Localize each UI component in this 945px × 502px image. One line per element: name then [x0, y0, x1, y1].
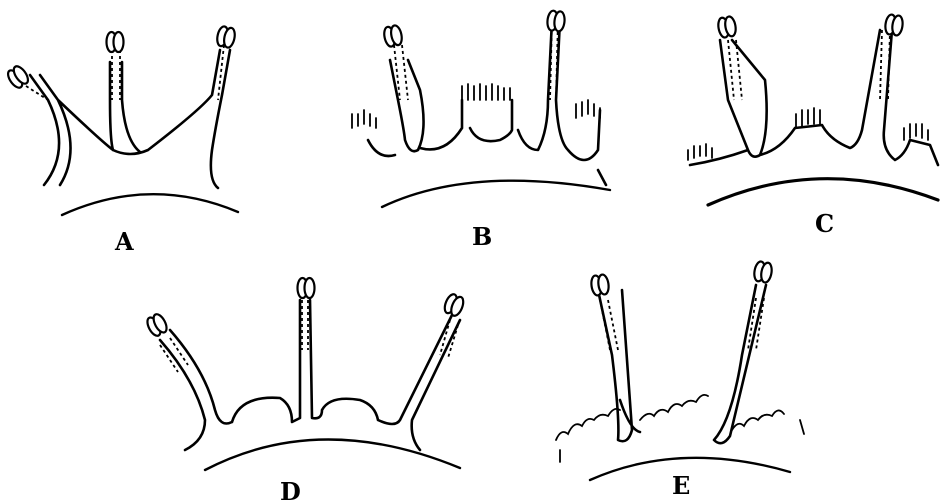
- panel-c-filament-outline: [690, 30, 938, 165]
- panel-e-anther-right: [753, 261, 773, 284]
- panel-b: B: [352, 10, 610, 251]
- panel-a-anther-middle: [107, 32, 124, 52]
- panel-b-base-arc: [382, 181, 610, 207]
- panel-b-staminode-fringes: [352, 84, 600, 128]
- panel-b-filament-outline: [368, 20, 606, 185]
- panel-a-filament-dashes: [26, 45, 224, 100]
- panel-d: D: [145, 278, 466, 502]
- panel-e: E: [556, 261, 804, 500]
- panel-d-anther-right: [442, 293, 465, 318]
- panel-a: A: [5, 25, 238, 256]
- panel-c-anther-right: [884, 14, 904, 36]
- panel-c-staminode-fringes: [688, 108, 928, 160]
- panel-e-filament-outline: [598, 285, 766, 443]
- panel-a-filament-outline: [30, 50, 230, 188]
- panel-d-label: D: [280, 477, 301, 502]
- panel-a-anther-right: [216, 25, 237, 48]
- panel-e-anther-left: [590, 274, 610, 296]
- panel-d-anther-middle: [298, 278, 315, 298]
- panel-c-label: C: [815, 209, 834, 238]
- panel-d-base-arc: [205, 439, 460, 470]
- panel-b-anther-left: [383, 24, 404, 47]
- panel-b-anther-right: [547, 10, 566, 32]
- panel-d-filament-outline: [160, 300, 460, 450]
- panel-c-base-arc: [708, 179, 938, 205]
- panel-e-label: E: [672, 471, 690, 500]
- panel-a-label: A: [114, 227, 134, 256]
- panel-d-anther-left: [145, 312, 169, 338]
- panel-c-anther-left: [717, 16, 737, 39]
- panel-b-label: B: [472, 222, 492, 251]
- panel-a-base-arc: [62, 194, 238, 215]
- panel-c: C: [688, 14, 938, 238]
- panel-e-wavy-staminodes: [556, 395, 804, 462]
